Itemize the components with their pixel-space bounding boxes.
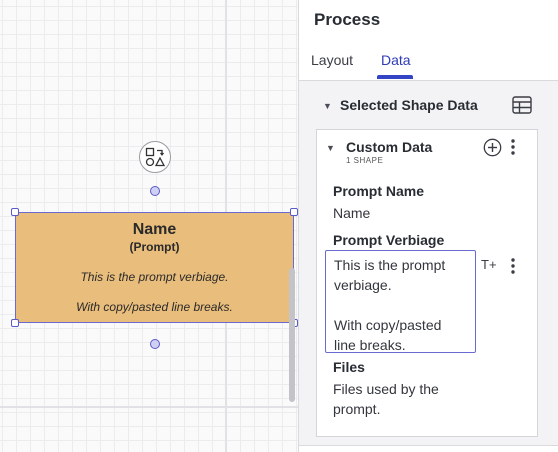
shape-subtitle: (Prompt) <box>129 240 180 254</box>
caret-down-icon[interactable]: ▼ <box>326 143 335 153</box>
shape-count: 1 SHAPE <box>346 156 384 165</box>
connection-point-bottom[interactable] <box>150 339 160 349</box>
grid-line <box>0 406 298 408</box>
shape-tool-button[interactable] <box>139 141 171 173</box>
field-label-files: Files <box>333 359 365 375</box>
resize-handle-top-right[interactable] <box>290 208 298 216</box>
field-value-prompt-name[interactable]: Name <box>333 205 371 221</box>
caret-down-icon[interactable]: ▼ <box>323 101 332 111</box>
field-value-files[interactable]: Files used by the <box>333 381 439 397</box>
tab-data[interactable]: Data <box>381 52 411 68</box>
more-options-icon[interactable] <box>510 257 516 275</box>
field-label-prompt-name: Prompt Name <box>333 183 425 199</box>
table-icon[interactable] <box>512 96 532 114</box>
selected-shape-data-section[interactable]: ▼ Selected Shape Data <box>299 94 558 116</box>
canvas[interactable]: Name (Prompt) This is the prompt verbiag… <box>0 0 298 452</box>
custom-data-title: Custom Data <box>346 139 433 155</box>
panel-title: Process <box>314 10 381 29</box>
active-tab-indicator <box>377 75 413 79</box>
text-format-icon[interactable]: T+ <box>481 257 497 272</box>
shape-text-line: With copy/pasted line breaks. <box>76 300 233 314</box>
process-shape[interactable]: Name (Prompt) This is the prompt verbiag… <box>15 212 294 323</box>
panel-footer <box>299 445 558 452</box>
panel-header: Process Layout Data <box>299 0 558 81</box>
shape-title: Name <box>132 221 177 238</box>
resize-handle-top-left[interactable] <box>11 208 19 216</box>
prompt-verbiage-textarea[interactable]: This is the prompt verbiage. With copy/p… <box>325 250 476 353</box>
custom-data-card: ▼ Custom Data 1 SHAPE Prompt Name Name P… <box>316 129 538 437</box>
properties-panel: Process Layout Data ▼ Selected Shape Dat… <box>298 0 558 452</box>
section-label: Selected Shape Data <box>340 97 478 113</box>
shape-text-line: This is the prompt verbiage. <box>80 270 229 284</box>
resize-handle-bottom-left[interactable] <box>11 319 19 327</box>
tab-layout[interactable]: Layout <box>311 52 354 68</box>
more-options-icon[interactable] <box>510 138 516 156</box>
connection-point-top[interactable] <box>150 186 160 196</box>
add-field-icon[interactable] <box>483 138 502 157</box>
shapes-icon <box>145 147 166 167</box>
field-label-prompt-verbiage: Prompt Verbiage <box>333 232 445 248</box>
field-value-files[interactable]: prompt. <box>333 401 381 417</box>
canvas-scrollbar[interactable] <box>289 268 295 402</box>
